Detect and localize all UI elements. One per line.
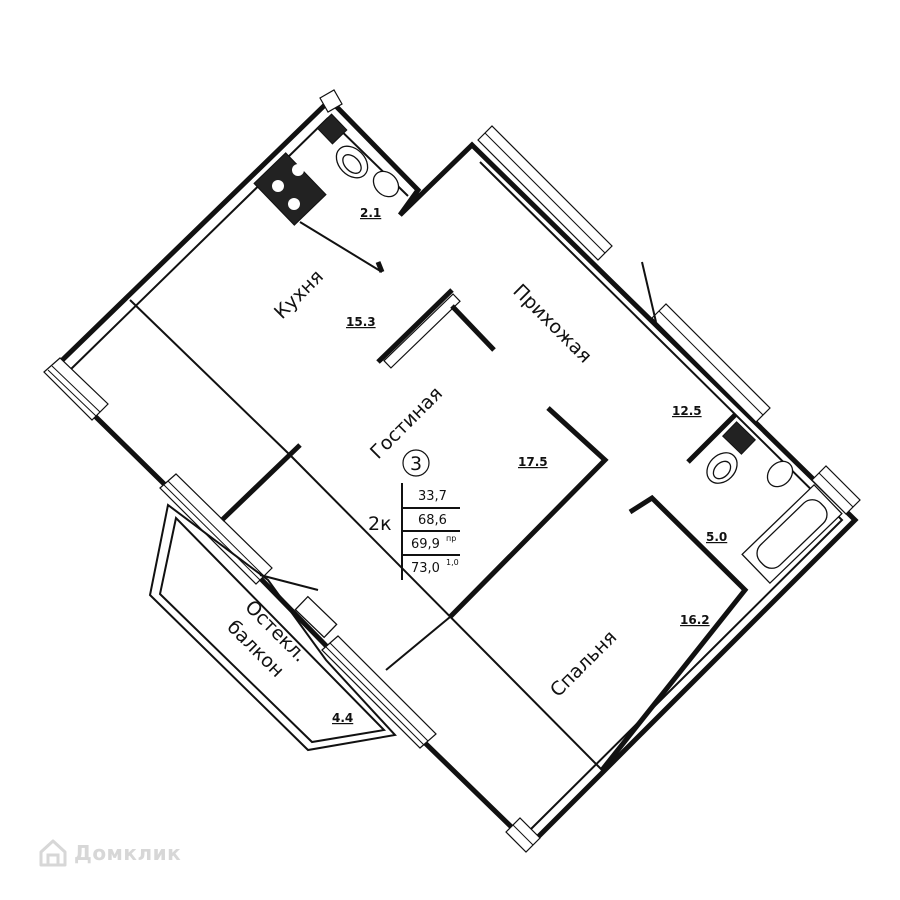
room-name-bedroom: Спальня — [546, 626, 621, 701]
room-area-bathroom: 5.0 — [706, 530, 727, 544]
area-with-balcony: 73,0 — [411, 561, 440, 576]
fixtures — [253, 113, 843, 585]
bedroom-partition — [385, 616, 451, 671]
balcony-step — [294, 595, 338, 639]
watermark-text: Домклик — [74, 841, 182, 865]
sink-icon — [372, 170, 400, 198]
room-area-hallway: 12.5 — [672, 404, 702, 418]
window-hall — [477, 125, 613, 261]
rooms-code: 2к — [368, 513, 392, 535]
toilet-bowl-icon — [342, 154, 362, 174]
area-with-balcony-suffix: 1,0 — [446, 558, 459, 567]
room-area-kitchen: 15.3 — [346, 315, 376, 329]
living-bedroom-wall — [448, 406, 609, 619]
hall-stub-wall — [450, 304, 496, 352]
window-bath — [811, 465, 861, 515]
burner-icon — [288, 198, 300, 210]
burner-icon — [292, 164, 304, 176]
balcony-glazing — [158, 515, 387, 744]
room-area-bedroom: 16.2 — [680, 613, 710, 627]
living-bedroom-axis — [289, 454, 603, 771]
bath-wc-wall — [686, 413, 737, 464]
apartment-info: 3 2к 33,7 68,6 69,9 пр 73,0 1,0 — [368, 449, 460, 580]
sink-icon — [766, 460, 794, 488]
window-bedroom-bottom — [505, 817, 541, 853]
balcony-door-swing — [259, 574, 319, 591]
window-kitchen-top — [319, 89, 343, 113]
stove-icon — [253, 152, 327, 226]
area-living: 33,7 — [418, 489, 447, 504]
room-area-balcony: 4.4 — [332, 711, 353, 725]
bathtub-basin-icon — [756, 499, 828, 569]
window-left — [43, 357, 109, 421]
area-reduced: 69,9 — [411, 537, 440, 552]
floor-number: 3 — [410, 453, 422, 475]
living-partition — [220, 443, 302, 522]
watermark: Домклик — [38, 838, 181, 868]
window-living-balcony — [159, 473, 273, 585]
wc-wall-stub — [375, 261, 385, 273]
balcony-outline — [148, 503, 397, 752]
house-logo-icon — [39, 839, 67, 867]
interior-walls — [129, 221, 749, 772]
sliding-door — [383, 293, 461, 369]
room-area-living: 17.5 — [518, 455, 548, 469]
burner-icon — [272, 180, 284, 192]
outer-wall-inner — [479, 161, 844, 831]
window-bedroom-balcony — [321, 635, 437, 749]
bath-wall — [600, 494, 749, 772]
wc-wall — [299, 221, 383, 273]
windows — [43, 89, 861, 853]
window-hall-2 — [651, 303, 771, 423]
room-name-living: Гостиная — [366, 383, 447, 464]
area-total: 68,6 — [418, 513, 447, 528]
room-labels: Кухня 15.3 2.1 Прихожая 12.5 Гостиная 17… — [222, 206, 727, 725]
area-reduced-suffix: пр — [446, 534, 456, 543]
floor-number-badge — [402, 449, 430, 477]
toilet-bowl-icon — [712, 460, 732, 480]
entry-door-swing — [641, 261, 657, 323]
kitchen-living-divider — [129, 299, 291, 456]
wc-cistern-icon — [316, 113, 348, 145]
room-name-hallway: Прихожая — [508, 280, 596, 368]
living-hall-wall — [376, 288, 454, 364]
room-name-kitchen: Кухня — [270, 266, 328, 324]
wc-cistern-icon — [721, 421, 757, 455]
room-area-wc: 2.1 — [360, 206, 381, 220]
glazed-balcony — [148, 503, 397, 752]
